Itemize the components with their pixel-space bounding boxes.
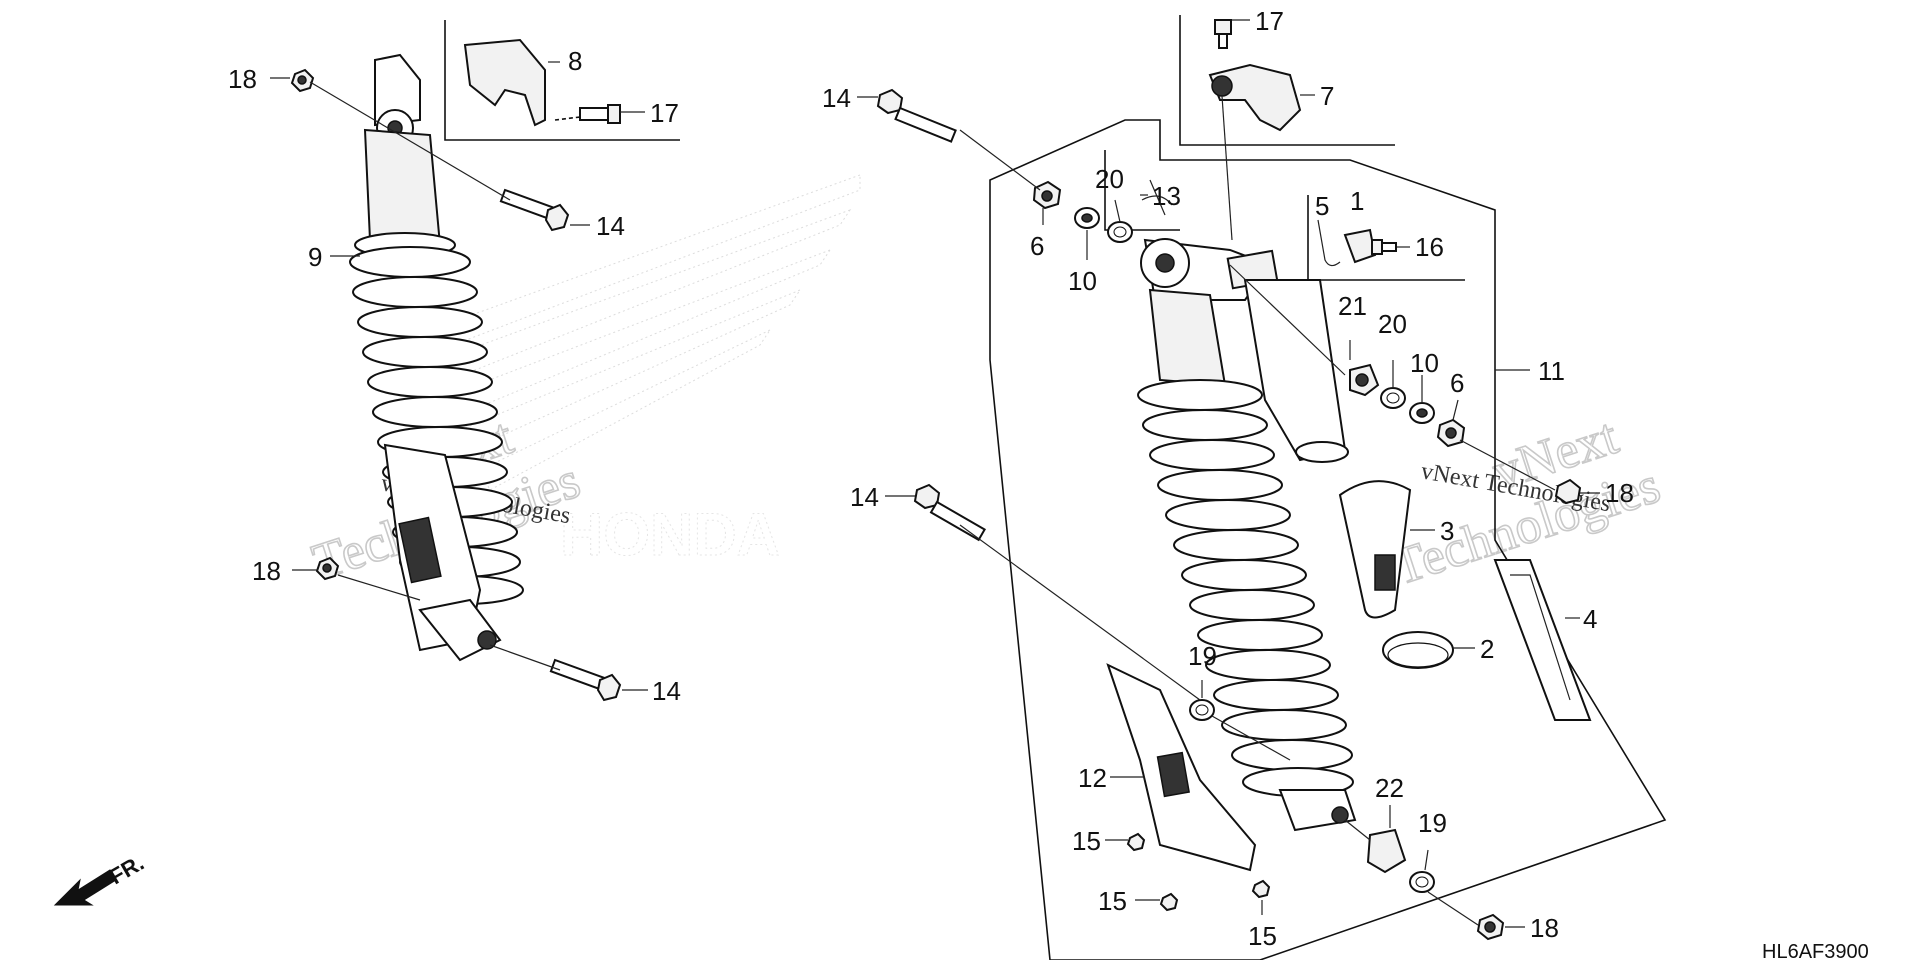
right-inset-clip xyxy=(1307,195,1465,281)
callout-19-upper: 19 xyxy=(1188,641,1217,671)
drawing-code: HL6AF3900 xyxy=(1762,941,1869,960)
callout-18-left-top: 18 xyxy=(228,64,257,94)
callout-15-c: 15 xyxy=(1248,921,1277,951)
left-top-nut xyxy=(290,68,315,93)
left-lower-bolt xyxy=(549,658,622,702)
callout-16: 16 xyxy=(1415,232,1444,262)
callout-13: 13 xyxy=(1152,181,1181,211)
spring-guard-3 xyxy=(1338,480,1412,619)
svg-text:HONDA: HONDA xyxy=(560,501,780,568)
callout-9: 9 xyxy=(308,242,322,272)
left-inset-box xyxy=(444,20,680,141)
callout-18-right-bottom: 18 xyxy=(1530,913,1559,943)
right-assembly-outline xyxy=(989,119,1667,960)
callout-11: 11 xyxy=(1538,356,1565,386)
left-lower-nut xyxy=(315,556,340,581)
callout-8: 8 xyxy=(568,46,582,76)
callout-17-right: 17 xyxy=(1255,6,1284,36)
callout-22: 22 xyxy=(1375,773,1404,803)
callout-19-lower: 19 xyxy=(1418,808,1447,838)
callout-21: 21 xyxy=(1338,291,1367,321)
callout-5: 5 xyxy=(1315,191,1329,221)
front-direction-arrow: FR. xyxy=(53,850,148,906)
left-leaders xyxy=(270,61,648,691)
callout-6-lower: 6 xyxy=(1450,368,1464,398)
callout-14-right-top: 14 xyxy=(822,83,851,113)
ring-2 xyxy=(1382,631,1454,669)
callout-7: 7 xyxy=(1320,81,1334,111)
right-top-bolt xyxy=(876,88,957,143)
honda-wing-watermark: HONDA xyxy=(429,174,861,569)
callout-14-left-top: 14 xyxy=(596,211,625,241)
right-top-inset-box xyxy=(1179,15,1395,146)
callout-10-upper: 10 xyxy=(1068,266,1097,296)
callout-4: 4 xyxy=(1583,604,1597,634)
callout-15-b: 15 xyxy=(1098,886,1127,916)
cover-4 xyxy=(1493,559,1592,721)
lower-hardware xyxy=(1126,699,1505,941)
callout-15-a: 15 xyxy=(1072,826,1101,856)
callout-18-left-bottom: 18 xyxy=(252,556,281,586)
front-label: FR. xyxy=(105,850,148,889)
callout-20-upper: 20 xyxy=(1095,164,1124,194)
callout-3: 3 xyxy=(1440,516,1454,546)
left-shock-assembly xyxy=(349,53,524,662)
callout-6-upper: 6 xyxy=(1030,231,1044,261)
left-spring xyxy=(349,246,524,605)
callout-18-right-mid: 18 xyxy=(1605,478,1634,508)
right-inset-13 xyxy=(1104,150,1180,231)
callout-20-lower: 20 xyxy=(1378,309,1407,339)
right-upper-hardware xyxy=(1032,180,1582,505)
right-leaders xyxy=(857,19,1600,928)
right-spring xyxy=(1137,379,1354,797)
callout-1: 1 xyxy=(1350,186,1364,216)
callout-2: 2 xyxy=(1480,634,1494,664)
right-mid-bolt xyxy=(913,483,986,542)
callout-12: 12 xyxy=(1078,763,1107,793)
callout-14-left-bottom: 14 xyxy=(652,676,681,706)
left-top-bolt xyxy=(499,188,570,232)
callout-labels: 18 8 17 14 9 18 14 14 6 10 20 13 17 7 5 … xyxy=(228,6,1634,951)
callout-17-left: 17 xyxy=(650,98,679,128)
lower-guard-12 xyxy=(1106,663,1257,872)
callout-10-lower: 10 xyxy=(1410,348,1439,378)
callout-14-right-mid: 14 xyxy=(850,482,879,512)
right-shock-body xyxy=(1137,238,1357,832)
